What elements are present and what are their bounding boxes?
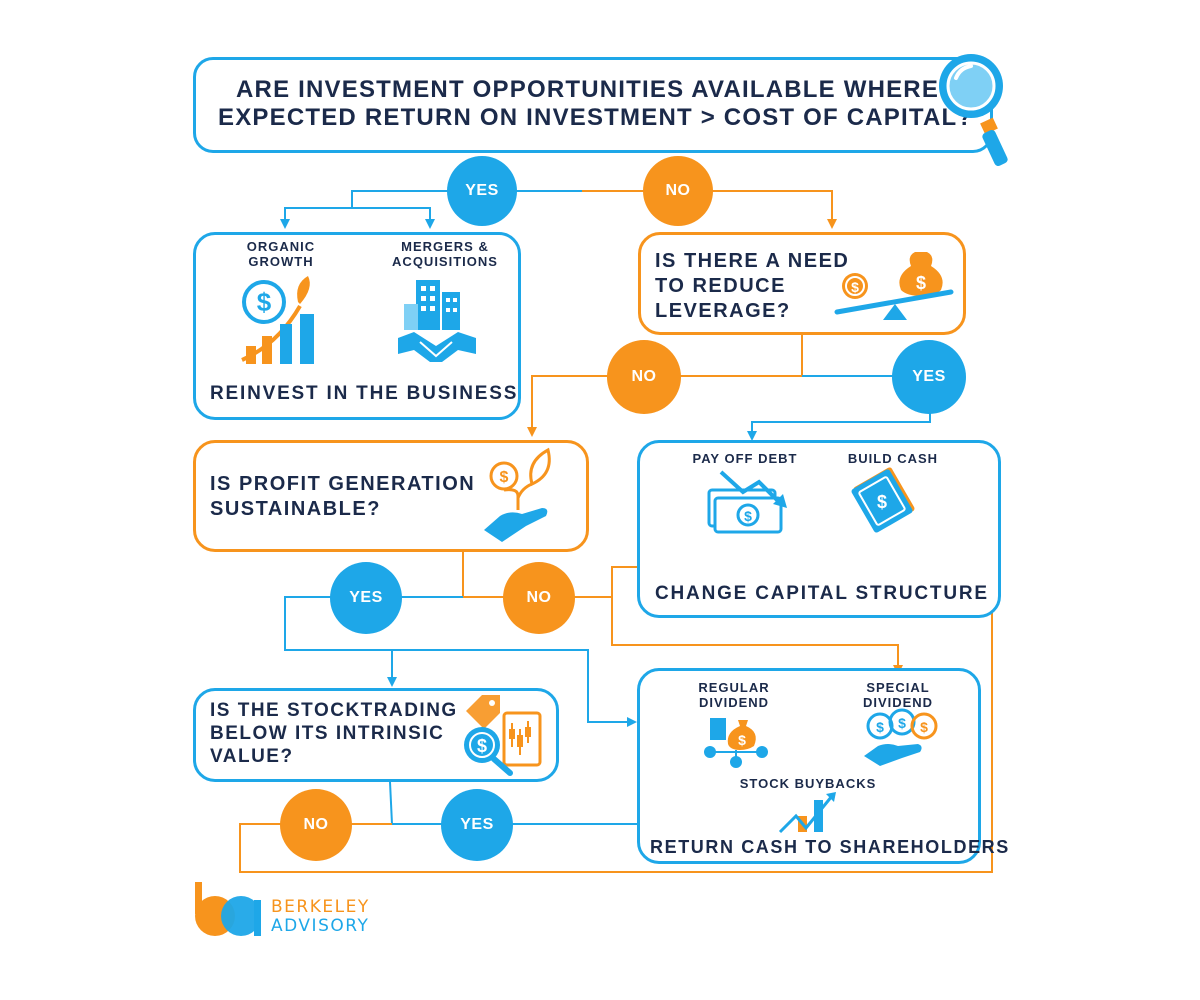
connector-profit-no-special xyxy=(611,597,903,675)
stock-yes-circle: YES xyxy=(441,789,513,861)
svg-text:$: $ xyxy=(877,492,887,512)
svg-text:$: $ xyxy=(920,719,928,735)
return-cash-box xyxy=(637,668,981,864)
dividend-network-icon: $ xyxy=(704,718,768,768)
stock-no-circle: NO xyxy=(280,789,352,861)
svg-text:$: $ xyxy=(477,736,487,756)
connector-q1-yes xyxy=(280,190,582,229)
cash-stack-icon: $ xyxy=(851,467,915,533)
svg-text:$: $ xyxy=(898,715,906,731)
connector-q1-yes-ma xyxy=(352,207,435,229)
connector-stock-stem xyxy=(389,781,393,825)
leverage-no-circle: NO xyxy=(607,340,681,414)
svg-text:$: $ xyxy=(738,732,746,748)
mergers-acquisitions-label: MERGERS &ACQUISITIONS xyxy=(392,239,498,269)
svg-text:$: $ xyxy=(876,719,884,735)
hand-money-plant-icon: $ xyxy=(484,447,551,542)
leverage-yes-circle: YES xyxy=(892,340,966,414)
magnifier-icon xyxy=(939,54,1008,166)
handshake-buildings-icon xyxy=(398,280,476,362)
svg-text:$: $ xyxy=(500,469,509,486)
growth-chart-icon: $ xyxy=(241,276,314,364)
pay-off-debt-label: PAY OFF DEBT xyxy=(692,451,798,466)
q1-no-circle: NO xyxy=(643,156,713,226)
balance-scale-icon: $ $ xyxy=(834,252,954,320)
title-line-2: EXPECTED RETURN ON INVESTMENT > COST OF … xyxy=(218,104,974,131)
title-box xyxy=(193,57,993,153)
reinvest-box xyxy=(193,232,521,420)
profit-yes-circle: YES xyxy=(330,562,402,634)
capital-structure-box xyxy=(637,440,1001,618)
buyback-chart-icon xyxy=(778,792,836,834)
reinvest-footer: REINVEST IN THE BUSINESS xyxy=(210,383,519,404)
svg-text:$: $ xyxy=(851,279,859,295)
cash-decline-icon: $ xyxy=(707,470,787,534)
capital-structure-footer: CHANGE CAPITAL STRUCTURE xyxy=(655,583,989,604)
profit-question-box xyxy=(193,440,589,552)
build-cash-label: BUILD CASH xyxy=(847,451,939,466)
stock-buybacks-label: STOCK BUYBACKS xyxy=(739,776,877,791)
return-cash-footer: RETURN CASH TO SHAREHOLDERS xyxy=(650,837,1010,857)
title-line-1: ARE INVESTMENT OPPORTUNITIES AVAILABLE W… xyxy=(236,76,940,103)
profit-no-circle: NO xyxy=(503,562,575,634)
connector-leverage-yes xyxy=(747,375,931,441)
svg-text:$: $ xyxy=(744,508,752,524)
connector-profit-yes-returns xyxy=(392,649,637,727)
q1-yes-circle: YES xyxy=(447,156,517,226)
berkeley-advisory-logo xyxy=(195,882,261,936)
svg-text:$: $ xyxy=(916,273,926,293)
stock-price-tag-icon: $ xyxy=(464,695,542,776)
svg-text:$: $ xyxy=(257,287,272,317)
coins-hand-icon: $ $ $ xyxy=(864,708,938,766)
logo-text: BERKELEY ADVISORY xyxy=(271,897,370,936)
